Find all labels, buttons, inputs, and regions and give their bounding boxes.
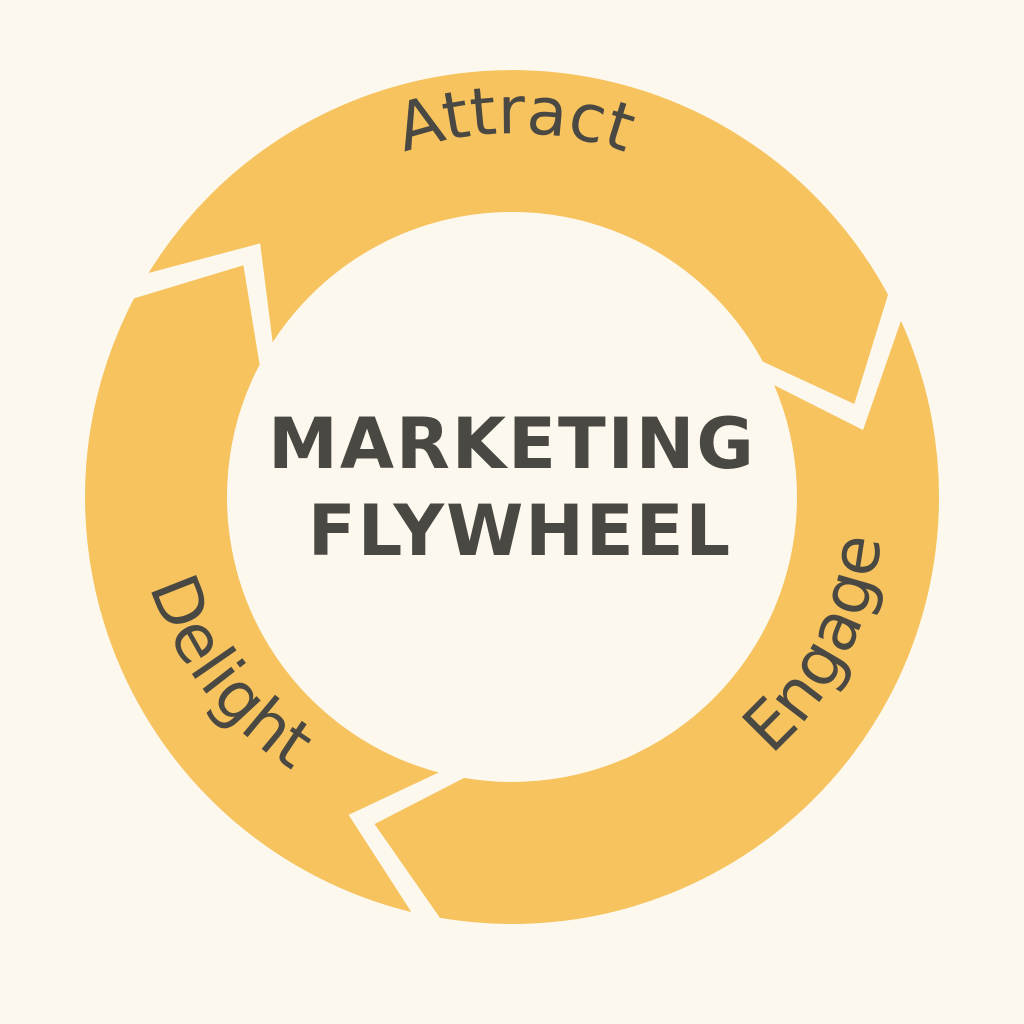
center-title-line-1: MARKETING [268, 403, 756, 485]
ring-segment-engage [359, 294, 949, 934]
ring-segment-attract [127, 60, 899, 418]
ring-segment-delight [75, 252, 470, 928]
flywheel-ring [75, 60, 949, 934]
center-title-line-2: FLYWHEEL [308, 490, 732, 572]
